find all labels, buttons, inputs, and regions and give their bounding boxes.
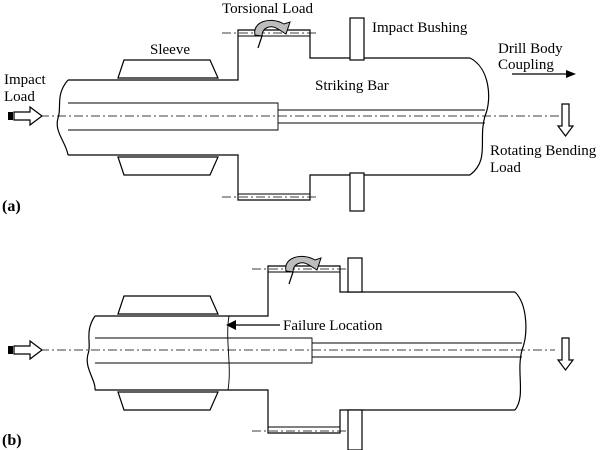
rotating-bending-arrow-b — [556, 337, 575, 371]
failure-crack-b — [227, 315, 230, 391]
torsional-load-arrow-a — [254, 20, 291, 49]
impact-load-arrow-b — [8, 339, 43, 361]
sleeve-top-b — [117, 295, 219, 315]
label-impact: Impact — [4, 72, 46, 88]
bore-b — [95, 337, 522, 364]
label-rotating-load: Load — [490, 160, 521, 176]
label-failure-location: Failure Location — [283, 318, 383, 334]
impact-bushing-lower-a — [349, 172, 365, 212]
label-impact-load: Load — [4, 89, 35, 105]
failure-location-arrow-b — [226, 320, 280, 330]
sleeve-top-a — [117, 59, 219, 79]
bar-body-b — [95, 265, 515, 434]
label-sleeve: Sleeve — [150, 42, 190, 58]
bar-left-break-b — [86, 315, 96, 391]
impact-bushing-a — [349, 17, 365, 61]
bar-right-end-a — [469, 57, 490, 176]
impact-bushing-b — [347, 257, 363, 293]
tag-a: (a) — [2, 198, 21, 215]
drill-body-arrow-a — [512, 70, 576, 78]
impact-load-arrow-a — [8, 105, 43, 127]
rotating-bending-arrow-a — [556, 103, 575, 137]
bore-a — [68, 102, 485, 131]
panel-b: Failure Location (b) — [2, 256, 575, 450]
impact-bushing-lower-b — [347, 409, 363, 450]
label-striking-bar: Striking Bar — [315, 78, 389, 94]
bar-left-break-a — [56, 79, 69, 156]
sleeve-bottom-a — [117, 156, 219, 176]
torsional-load-arrow-b — [285, 256, 322, 285]
label-rotating-bending: Rotating Bending — [490, 143, 597, 159]
panel-a: Torsional Load Impact Bushing Sleeve Dri… — [2, 1, 597, 215]
label-torsional-load: Torsional Load — [222, 1, 314, 17]
tag-b: (b) — [2, 432, 22, 449]
label-coupling: Coupling — [498, 57, 554, 73]
label-drill-body: Drill Body — [498, 41, 563, 57]
bar-right-end-b — [514, 291, 527, 411]
sleeve-bottom-b — [117, 391, 219, 411]
shoulder-bot-b — [267, 426, 341, 433]
label-impact-bushing: Impact Bushing — [372, 20, 468, 36]
bar-left-a — [68, 29, 470, 201]
